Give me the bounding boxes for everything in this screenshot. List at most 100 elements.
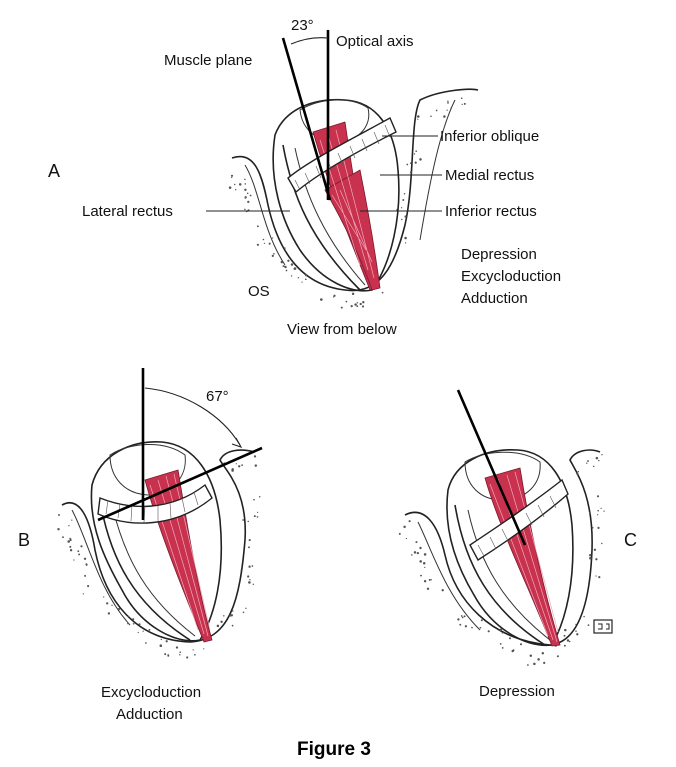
stipple-dot — [566, 639, 570, 642]
stipple-dot — [111, 604, 113, 606]
stipple-dot — [245, 607, 247, 609]
stipple-dot — [230, 174, 234, 177]
stipple-dot — [58, 514, 60, 516]
stipple-dot — [564, 628, 567, 632]
stipple-dot — [471, 626, 473, 629]
stipple-dot — [248, 581, 251, 584]
panel-a-letter: A — [48, 161, 60, 181]
stipple-dot — [220, 620, 223, 624]
stipple-dot — [78, 553, 81, 556]
panel-a-view-caption: View from below — [287, 321, 397, 338]
stipple-dot — [283, 247, 286, 249]
stipple-dot — [595, 575, 597, 577]
stipple-dot — [587, 624, 590, 626]
stipple-dot — [587, 460, 589, 462]
stipple-dot — [179, 651, 181, 653]
stipple-dot — [231, 176, 233, 179]
stipple-dot — [132, 618, 135, 621]
label-inferior-oblique: Inferior oblique — [440, 128, 539, 145]
stipple-dot — [290, 263, 294, 266]
stipple-dot — [145, 642, 147, 644]
label-medial-rectus: Medial rectus — [445, 167, 534, 184]
stipple-dot — [403, 193, 406, 195]
stipple-dot — [464, 625, 468, 628]
stipple-dot — [240, 569, 242, 571]
stipple-dot — [556, 655, 559, 658]
stipple-dot — [82, 593, 84, 595]
stipple-dot — [499, 628, 503, 632]
stipple-dot — [350, 304, 353, 308]
stipple-dot — [244, 196, 247, 199]
stipple-dot — [417, 115, 420, 118]
stipple-dot — [293, 267, 296, 270]
stipple-dot — [229, 614, 232, 617]
stipple-dot — [83, 557, 87, 560]
stipple-dot — [415, 541, 418, 544]
panel-a-muscle-plane-line — [281, 37, 332, 201]
stipple-dot — [127, 615, 129, 618]
stipple-dot — [354, 303, 357, 306]
stipple-dot — [487, 630, 490, 633]
stipple-dot — [446, 109, 448, 111]
stipple-dot — [398, 532, 401, 535]
stipple-dot — [404, 242, 407, 244]
stipple-dot — [459, 623, 462, 626]
stipple-dot — [463, 615, 466, 618]
stipple-dot — [595, 558, 598, 561]
stipple-dot — [241, 464, 243, 466]
panel-a-angle-label: 23° — [291, 17, 314, 34]
panel-b-inferior-oblique-muscle — [97, 483, 213, 524]
stipple-dot — [508, 637, 512, 640]
stipple-dot — [519, 643, 523, 646]
stipple-dot — [107, 612, 111, 615]
stipple-dot — [137, 631, 139, 634]
stipple-dot — [246, 192, 249, 195]
stipple-dot — [416, 551, 420, 555]
stipple-dot — [601, 454, 603, 456]
stipple-dot — [103, 596, 105, 598]
stipple-dot — [238, 465, 241, 468]
stipple-dot — [228, 186, 232, 189]
stipple-dot — [273, 253, 275, 255]
stipple-dot — [400, 207, 403, 209]
stipple-dot — [232, 610, 234, 612]
stipple-dot — [248, 546, 250, 549]
stipple-dot — [588, 553, 592, 557]
stipple-dot — [254, 464, 258, 467]
stipple-dot — [244, 183, 247, 185]
stipple-dot — [262, 238, 265, 241]
stipple-dot — [511, 649, 514, 653]
panel-c-muscle-plane-line — [456, 389, 527, 546]
stipple-dot — [533, 662, 536, 666]
stipple-dot — [543, 661, 546, 665]
stipple-dot — [441, 589, 444, 592]
stipple-dot — [271, 237, 274, 239]
stipple-dot — [527, 664, 529, 666]
stipple-dot — [282, 265, 285, 268]
stipple-dot — [192, 649, 194, 651]
stipple-dot — [159, 644, 163, 647]
stipple-dot — [165, 640, 168, 643]
stipple-dot — [248, 565, 251, 568]
stipple-dot — [583, 615, 585, 618]
stipple-dot — [287, 259, 290, 262]
stipple-dot — [576, 633, 579, 636]
stipple-dot — [253, 498, 255, 501]
stipple-dot — [67, 540, 70, 543]
stipple-dot — [461, 103, 463, 106]
stipple-dot — [57, 527, 60, 531]
stipple-dot — [69, 545, 72, 548]
panel-c-letter: C — [624, 530, 637, 550]
stipple-dot — [589, 556, 592, 560]
stipple-dot — [71, 519, 73, 521]
panel-b-angle-label: 67° — [206, 388, 229, 405]
panel-a-inferior-oblique-muscle — [287, 117, 397, 194]
stipple-dot — [586, 462, 588, 464]
stipple-dot — [381, 291, 384, 294]
stipple-dot — [203, 648, 205, 650]
stipple-dot — [77, 550, 80, 553]
stipple-dot — [479, 626, 482, 629]
stipple-dot — [244, 188, 247, 192]
stipple-dot — [117, 607, 121, 611]
stipple-dot — [424, 566, 426, 569]
